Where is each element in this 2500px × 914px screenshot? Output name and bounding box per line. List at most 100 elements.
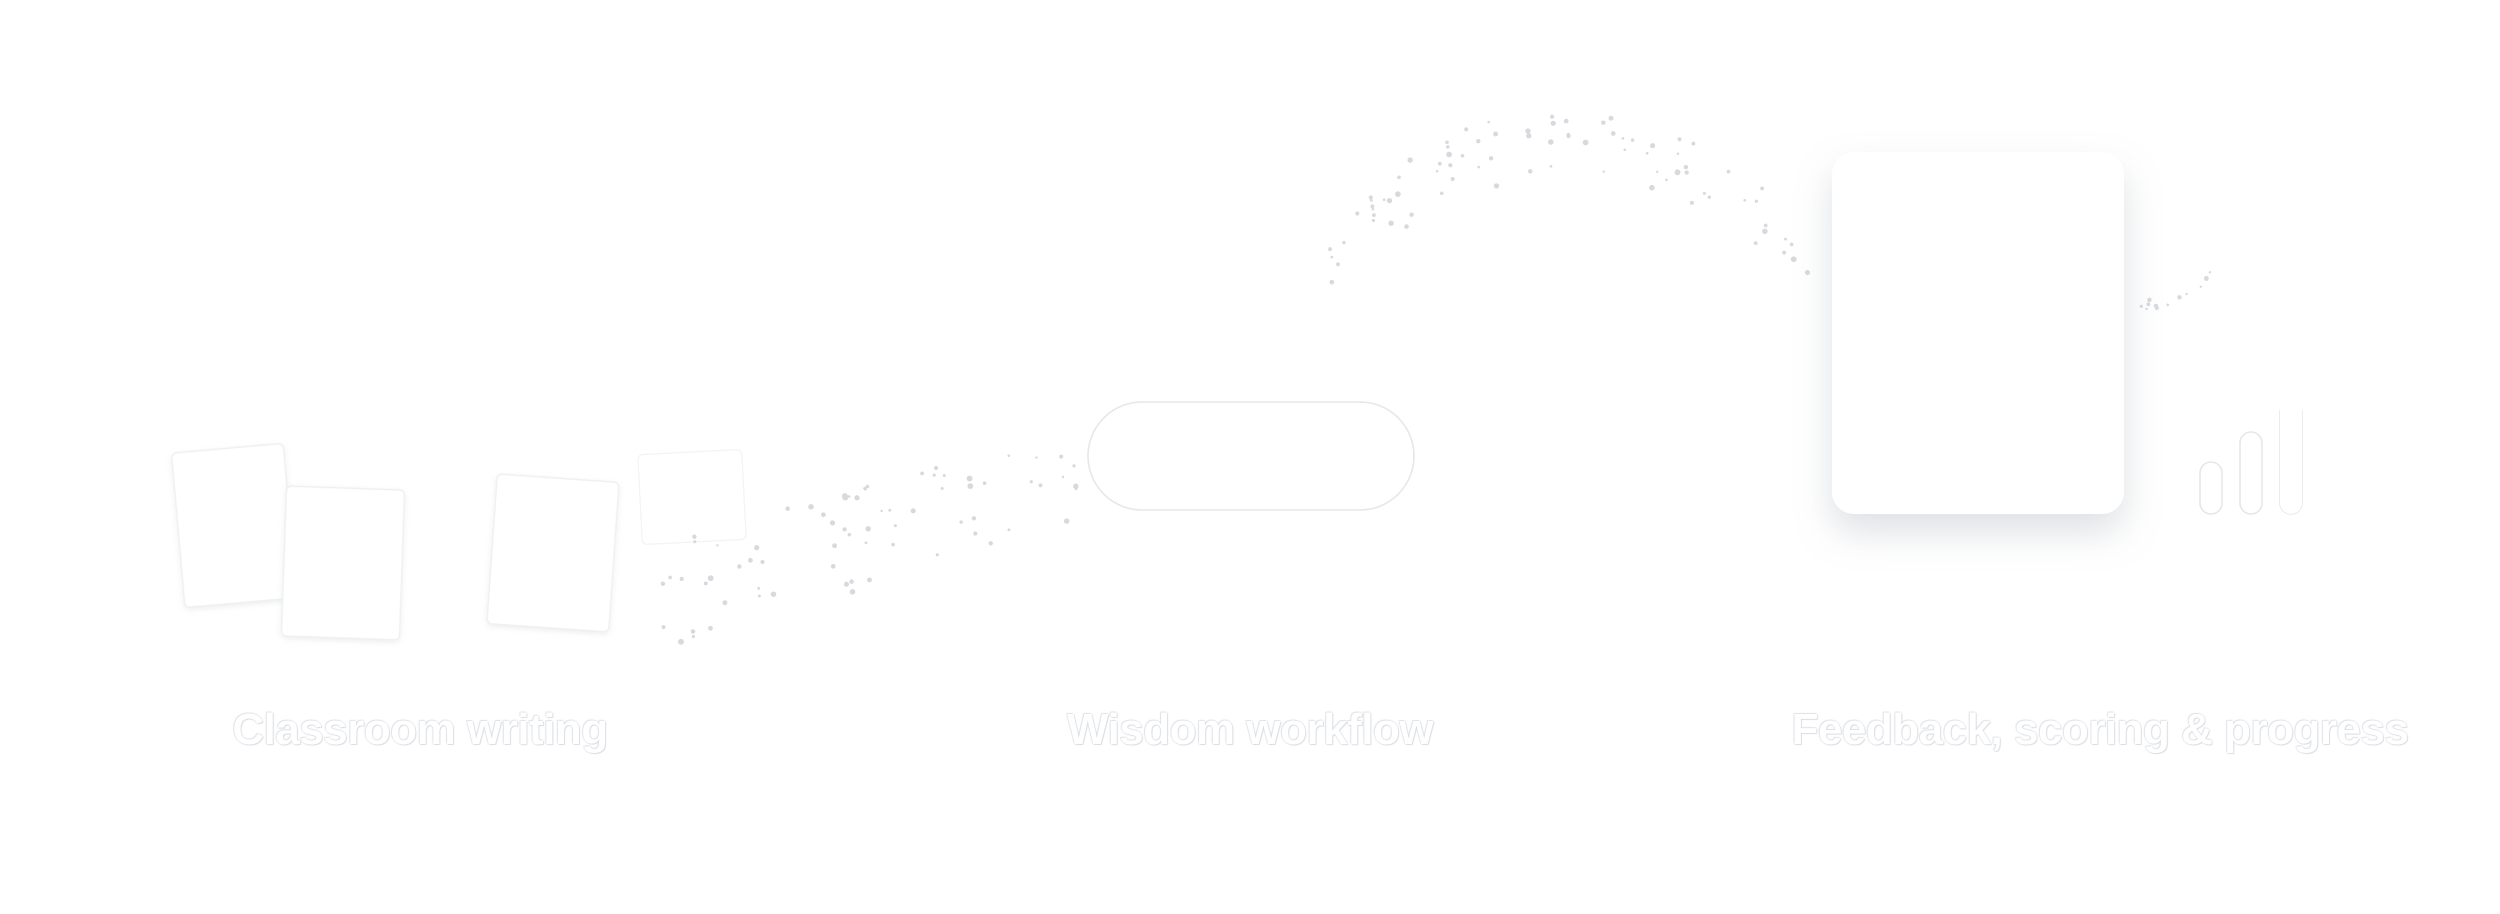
flow-dot <box>1329 279 1335 285</box>
flow-dot <box>1676 152 1680 155</box>
flow-dot <box>1342 240 1346 245</box>
flow-dot <box>1074 487 1078 491</box>
flow-dot <box>1674 169 1681 176</box>
flow-dot <box>1038 483 1043 488</box>
flow-dot <box>2177 295 2182 300</box>
flow-dot <box>1566 133 1571 139</box>
flow-dot <box>1608 115 1614 121</box>
flow-dot <box>1707 195 1712 199</box>
flow-dot <box>757 594 761 598</box>
flow-dot <box>988 541 993 546</box>
progress-bar-4 <box>2280 382 2302 514</box>
flow-dot <box>1073 483 1079 489</box>
flow-dot <box>1072 464 1076 468</box>
flow-dot <box>808 504 814 510</box>
flow-dot <box>1328 247 1333 252</box>
flow-dot <box>668 575 672 580</box>
flow-dot <box>1548 139 1554 145</box>
paper-sheet-icon <box>637 448 747 546</box>
report-card-icon <box>1832 152 2124 514</box>
flow-dot <box>757 586 761 590</box>
flow-dot <box>1330 255 1334 259</box>
flow-dot <box>854 495 860 501</box>
flow-dot <box>1763 223 1768 228</box>
stage-label-classroom-writing: Classroom writing <box>232 705 608 754</box>
flow-dot <box>1702 191 1706 195</box>
flow-dot <box>703 581 708 586</box>
flow-dot <box>1446 151 1453 158</box>
flow-dot <box>829 520 836 526</box>
flow-dot <box>844 581 849 587</box>
flow-dot <box>747 557 753 563</box>
flow-dot <box>1689 200 1694 205</box>
flow-dot <box>849 589 856 595</box>
flow-dot <box>2185 292 2188 296</box>
flow-dot <box>708 625 713 631</box>
flow-dot <box>1382 198 1386 202</box>
flow-dot <box>1789 242 1794 247</box>
flow-dot <box>1487 120 1491 124</box>
workflow-pill-icon <box>1087 401 1415 511</box>
stage-label-feedback-scoring-progress: Feedback, scoring & progress <box>1791 705 2409 754</box>
flow-dot <box>959 520 963 524</box>
flow-dot <box>832 543 838 549</box>
flow-dot <box>932 473 936 477</box>
flow-dot <box>830 563 836 569</box>
stage-label-wisdom-workflow: Wisdom workflow <box>1066 705 1434 754</box>
flow-dot <box>973 531 978 536</box>
flow-dot <box>2153 303 2158 308</box>
flow-dot <box>1691 141 1696 146</box>
flow-dot <box>1448 163 1453 168</box>
flow-dot <box>1059 454 1064 459</box>
flow-dot <box>1760 186 1765 191</box>
flow-dot <box>1435 170 1439 173</box>
flow-dot <box>1386 197 1393 204</box>
flow-dot <box>1336 262 1340 267</box>
flow-dot <box>1650 143 1656 149</box>
flow-dot <box>971 516 977 521</box>
flow-dot <box>1677 137 1682 142</box>
flow-dot <box>1464 127 1469 132</box>
flow-dot <box>716 544 719 547</box>
flow-dot <box>967 483 974 489</box>
flow-dot <box>1371 218 1376 223</box>
flow-dot <box>2199 285 2203 288</box>
flow-dot <box>1526 133 1532 139</box>
flow-dot <box>1563 118 1569 124</box>
flow-dot <box>1388 220 1394 226</box>
flow-dot <box>841 493 848 500</box>
flow-dot <box>910 508 916 514</box>
flow-dot <box>1525 128 1531 134</box>
flow-dot <box>1063 518 1070 524</box>
flow-dot <box>1370 204 1375 209</box>
flow-dot <box>940 486 944 491</box>
flow-dot <box>1460 154 1465 158</box>
flow-dot <box>692 534 697 539</box>
paper-sheet-icon <box>486 473 620 633</box>
flow-dot <box>2208 271 2212 274</box>
flow-dot <box>864 541 868 545</box>
flow-dot <box>966 475 973 482</box>
flow-dot <box>1550 114 1555 119</box>
paper-sheet-icon <box>171 443 297 608</box>
flow-dot <box>1549 165 1553 168</box>
flow-dot <box>1029 480 1033 484</box>
flow-dot <box>1061 475 1065 479</box>
flow-dot <box>754 544 760 551</box>
flow-dot <box>888 508 892 512</box>
flow-dot <box>722 600 728 606</box>
flow-dot <box>982 481 987 486</box>
flow-dot <box>1582 139 1589 146</box>
bar-chart-icon <box>2199 382 2303 515</box>
flow-dot <box>1407 157 1413 163</box>
flow-dot <box>2139 304 2143 308</box>
flow-dot <box>1665 178 1668 182</box>
flow-dot <box>1450 177 1455 181</box>
flow-dot <box>760 559 765 565</box>
flow-dot <box>2145 307 2148 311</box>
flow-dot <box>865 526 871 532</box>
flow-dot <box>1753 241 1758 245</box>
progress-bar-2 <box>2239 431 2263 515</box>
flow-dot <box>880 509 883 513</box>
